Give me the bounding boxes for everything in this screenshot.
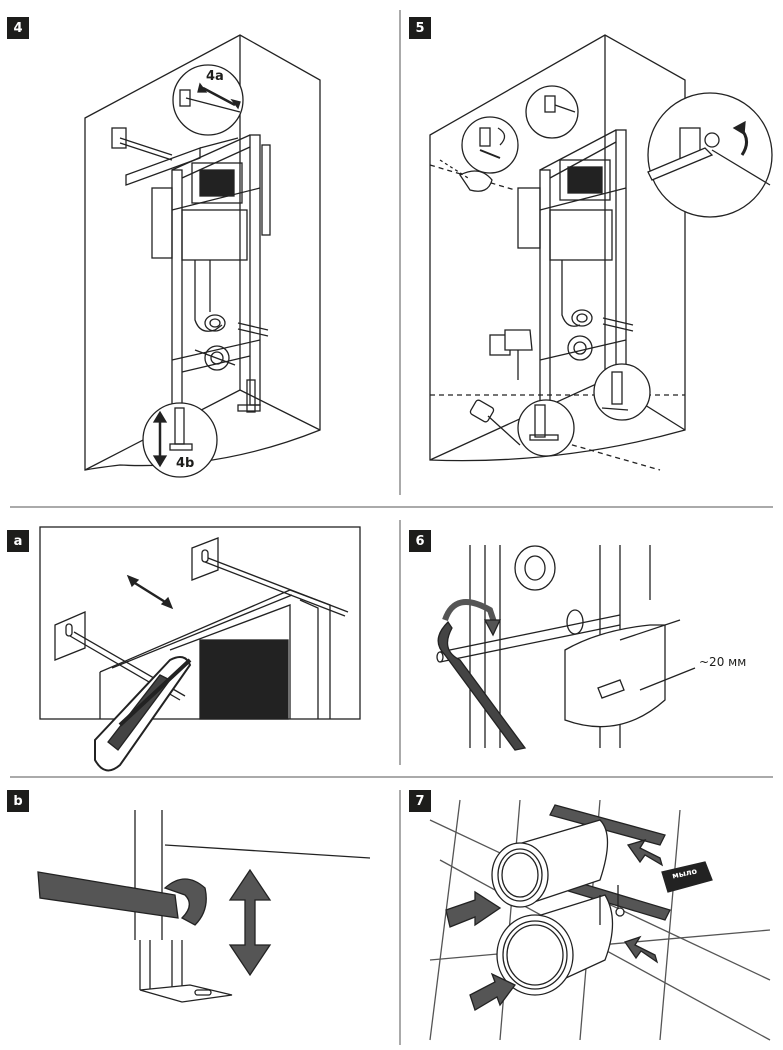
drill-tool (489, 329, 533, 380)
step-badge-4: 4 (7, 17, 29, 39)
soap-bar (661, 861, 713, 893)
callout-bottom-left (517, 399, 575, 457)
cistern-window (191, 162, 243, 204)
panel-dividers (10, 10, 773, 1045)
screwdriver-hand (439, 159, 493, 192)
hacksaw-tool (94, 655, 192, 772)
step-badge-a: a (7, 530, 29, 552)
push-arrow-upper (445, 890, 502, 928)
push-arrow-lower (469, 972, 516, 1011)
pipe-lower (496, 894, 614, 996)
threaded-rod (439, 614, 621, 653)
push-arrow-rod-bottom (623, 935, 659, 964)
pipe-end (514, 545, 556, 591)
hammer-tool (469, 399, 521, 446)
cistern-side (151, 187, 173, 259)
leader-line (639, 667, 696, 691)
flush-pipe (194, 260, 223, 332)
floor-line (164, 844, 371, 859)
label-4a: 4a (206, 69, 224, 84)
adjust-arrow-a (129, 578, 171, 607)
gap-measurement: ~20 мм (697, 655, 749, 669)
installation-frame (151, 134, 271, 449)
panel-5-fixing (429, 34, 773, 471)
rotate-arrow (442, 599, 498, 626)
wrench-tool (37, 871, 207, 926)
panel-4-frame-adjust (84, 34, 321, 478)
gap-zoom (564, 624, 666, 728)
wall-rod (111, 127, 239, 186)
callout-4a (172, 64, 244, 136)
side-bracket (261, 144, 271, 236)
panel-b-adjust-leg (37, 810, 371, 1003)
rod-top (549, 804, 666, 846)
drain-connector (204, 345, 230, 371)
label-4b: 4b (176, 456, 195, 471)
adjust-arrow-4a (202, 86, 236, 107)
adjust-arrow-b (228, 868, 272, 977)
step-badge-b: b (7, 790, 29, 812)
leg-right (246, 379, 256, 413)
step-badge-5: 5 (409, 17, 431, 39)
wrench-tool (437, 620, 527, 751)
push-arrow-rod-top (626, 838, 664, 867)
panel-6-tighten-rod (436, 545, 696, 751)
step-badge-7: 7 (409, 790, 431, 812)
frame-top (99, 589, 331, 720)
panel-a-cut-rod (39, 526, 361, 772)
pipe-upper (491, 819, 609, 908)
panel-7-pipes (429, 799, 771, 1041)
foot-plate (139, 984, 233, 1003)
step-badge-6: 6 (409, 530, 431, 552)
nut (566, 609, 584, 635)
